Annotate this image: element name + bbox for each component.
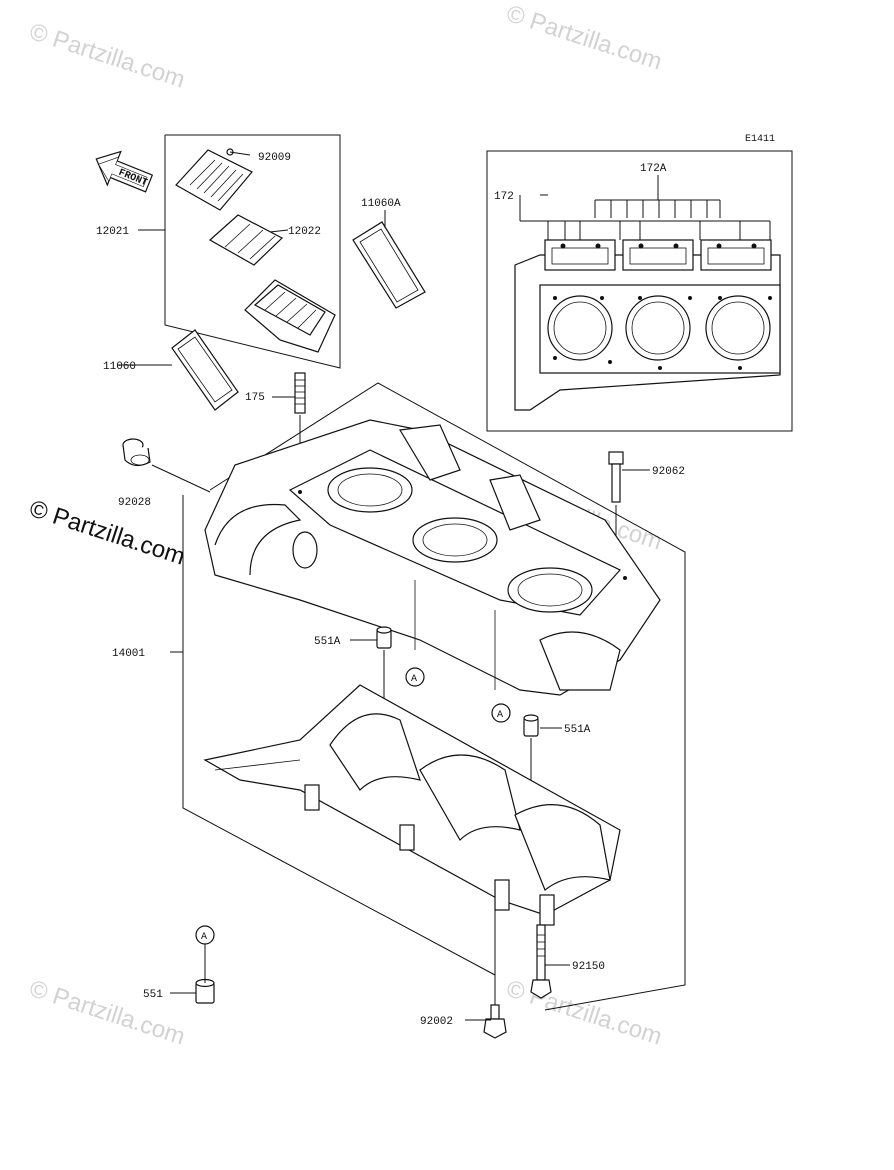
label-12021[interactable]: 12021 — [96, 226, 129, 238]
svg-text:© Partzilla.com: © Partzilla.com — [503, 0, 665, 76]
label-92150[interactable]: 92150 — [572, 961, 605, 973]
watermark-bottom-left: © Partzilla.com — [26, 975, 188, 1051]
dowel-551A-left — [376, 626, 392, 700]
upper-crankcase — [204, 419, 661, 696]
label-92062[interactable]: 92062 — [652, 466, 685, 478]
svg-text:A: A — [201, 932, 207, 943]
dowel-551 — [195, 944, 215, 1004]
watermark-middle-left: © Partzilla.com — [26, 495, 188, 571]
label-172A[interactable]: 172A — [640, 163, 667, 175]
reed-valve-group — [164, 134, 426, 411]
label-175[interactable]: 175 — [245, 392, 265, 404]
diagram-code: E1411 — [745, 134, 775, 145]
reed-petal-plate — [175, 148, 253, 211]
gasket-11060A — [352, 210, 426, 309]
watermark-top-right: © Partzilla.com — [503, 0, 665, 76]
watermark-bottom-right: © Partzilla.com — [503, 975, 665, 1051]
svg-text:A: A — [497, 710, 503, 721]
svg-text:A: A — [411, 674, 417, 685]
bolt-92150 — [530, 924, 552, 999]
gasket-11060 — [171, 329, 239, 411]
label-172[interactable]: 172 — [494, 191, 514, 203]
svg-text:© Partzilla.com: © Partzilla.com — [26, 975, 188, 1051]
svg-text:© Partzilla.com: © Partzilla.com — [26, 495, 188, 571]
label-551A-right[interactable]: 551A — [564, 724, 591, 736]
watermark-top-left: © Partzilla.com — [26, 18, 188, 94]
label-551A-left[interactable]: 551A — [314, 636, 341, 648]
lower-crankcase — [203, 684, 621, 926]
bolt-92002 — [483, 900, 507, 1039]
cylinder-inset-box — [486, 150, 793, 432]
front-arrow-icon: FRONT — [95, 150, 154, 193]
label-92028[interactable]: 92028 — [118, 497, 151, 509]
leader-lines — [117, 194, 650, 1021]
reed-stopper — [208, 214, 289, 266]
svg-text:© Partzilla.com: © Partzilla.com — [503, 975, 665, 1051]
label-92002[interactable]: 92002 — [420, 1016, 453, 1028]
ref-marker-upper-left: A — [405, 667, 425, 687]
crankcase-outline — [170, 382, 686, 1011]
ref-marker-lower: A — [195, 925, 215, 945]
label-92009[interactable]: 92009 — [258, 152, 291, 164]
label-14001[interactable]: 14001 — [112, 648, 145, 660]
svg-text:© Partzilla.com: © Partzilla.com — [26, 18, 188, 94]
label-12022[interactable]: 12022 — [288, 226, 321, 238]
ref-marker-upper-right: A — [491, 703, 511, 723]
reed-valve-body — [244, 279, 336, 353]
label-551[interactable]: 551 — [143, 989, 163, 1001]
label-11060A[interactable]: 11060A — [361, 198, 401, 210]
plug-92028 — [122, 438, 211, 493]
label-11060[interactable]: 11060 — [103, 361, 136, 373]
